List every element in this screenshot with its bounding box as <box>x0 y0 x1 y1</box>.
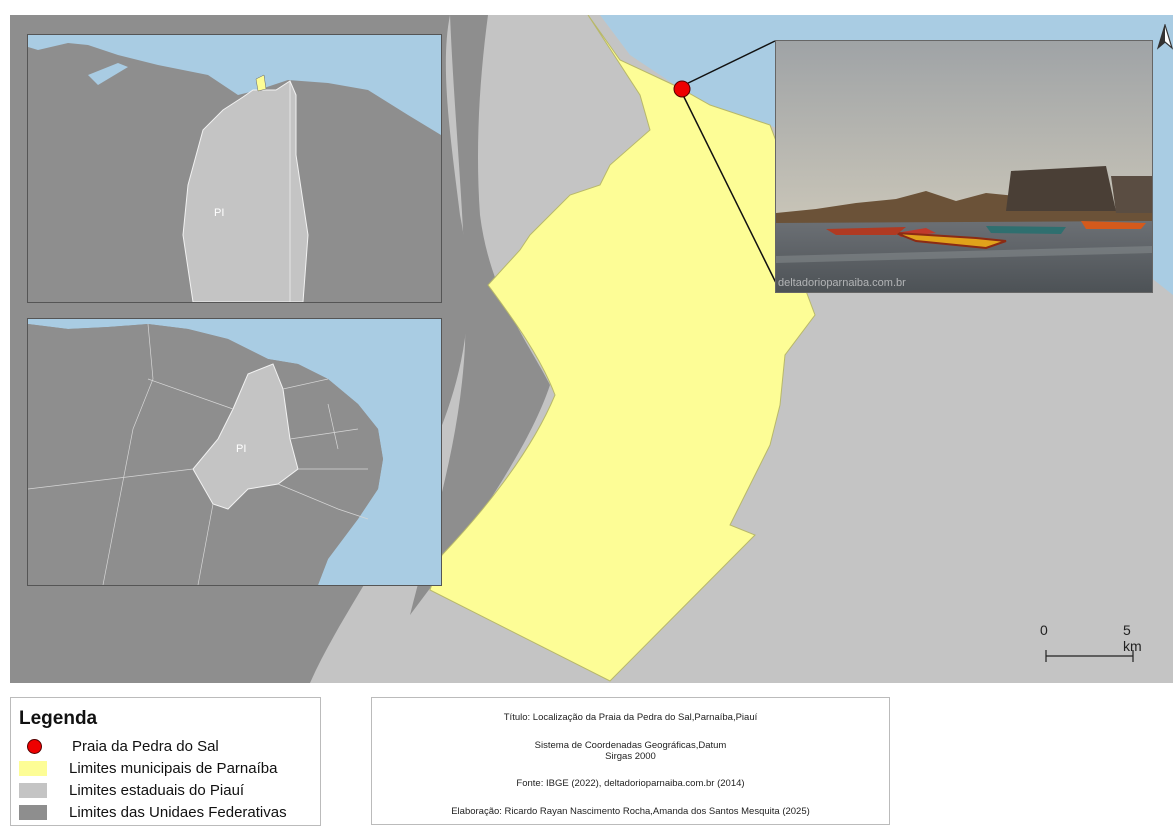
legend-item-label: Limites municipais de Parnaíba <box>69 759 278 777</box>
state-swatch-icon <box>19 782 47 798</box>
north-arrow-icon <box>1156 22 1173 50</box>
inset-map-region: PI <box>27 34 442 303</box>
point-swatch-icon <box>27 738 42 754</box>
source-line: Fonte: IBGE (2022), deltadorioparnaiba.c… <box>516 778 745 789</box>
inset-top-parnaiba <box>255 74 267 92</box>
legend-item-label: Limites estaduais do Piauí <box>69 781 245 799</box>
legend-item-municipal: Limites municipais de Parnaíba <box>19 758 277 778</box>
parnaiba-municipality <box>429 15 816 682</box>
inset-top-state-label: PI <box>214 207 225 219</box>
scale-bar: 0 5 km <box>1030 622 1150 668</box>
inset-top-canvas <box>28 35 441 302</box>
legend-item-label: Limites das Unidaes Federativas <box>69 803 287 821</box>
inset-map-brazil: PI <box>27 318 442 586</box>
photo-connector-bottom <box>681 92 781 292</box>
praia-pedra-do-sal-point[interactable] <box>673 80 691 98</box>
inset-top-sea <box>28 35 441 135</box>
legend-item-state: Limites estaduais do Piauí <box>19 780 244 800</box>
inset-bottom-state-label: PI <box>236 443 247 455</box>
photo-watermark: deltadorioparnaiba.com.br <box>778 277 906 289</box>
legend-item-federal: Limites das Unidaes Federativas <box>19 802 287 822</box>
scale-end-label: 5 km <box>1123 622 1142 654</box>
inset-bottom-sea <box>28 319 441 585</box>
municipal-swatch-icon <box>19 760 47 776</box>
legend-title: Legenda <box>19 708 98 729</box>
legend-item-point: Praia da Pedra do Sal <box>19 736 219 756</box>
map-title: Título: Localização da Praia da Pedra do… <box>503 712 758 723</box>
beach-photo: deltadorioparnaiba.com.br <box>775 40 1153 293</box>
inset-top-piaui <box>182 80 309 302</box>
crs-line-1: Sistema de Coordenadas Geográficas,Datum <box>534 740 727 751</box>
crs-line-2: Sirgas 2000 <box>605 751 656 762</box>
legend-item-label: Praia da Pedra do Sal <box>72 737 219 755</box>
inset-top-bay <box>88 63 128 85</box>
federal-swatch-icon <box>19 804 47 820</box>
map-info-box: Título: Localização da Praia da Pedra do… <box>371 697 890 825</box>
photo-connector-top <box>679 40 776 88</box>
scale-start-label: 0 <box>1040 622 1048 638</box>
beach-photo-illustration <box>776 41 1152 292</box>
delta-channel <box>410 15 550 615</box>
legend: Legenda Praia da Pedra do Sal Limites mu… <box>10 697 321 826</box>
scale-bar-line <box>1045 650 1134 662</box>
authors-line: Elaboração: Ricardo Rayan Nascimento Roc… <box>451 806 810 817</box>
inset-bottom-state-borders <box>28 323 369 585</box>
inset-bottom-canvas <box>28 319 441 585</box>
